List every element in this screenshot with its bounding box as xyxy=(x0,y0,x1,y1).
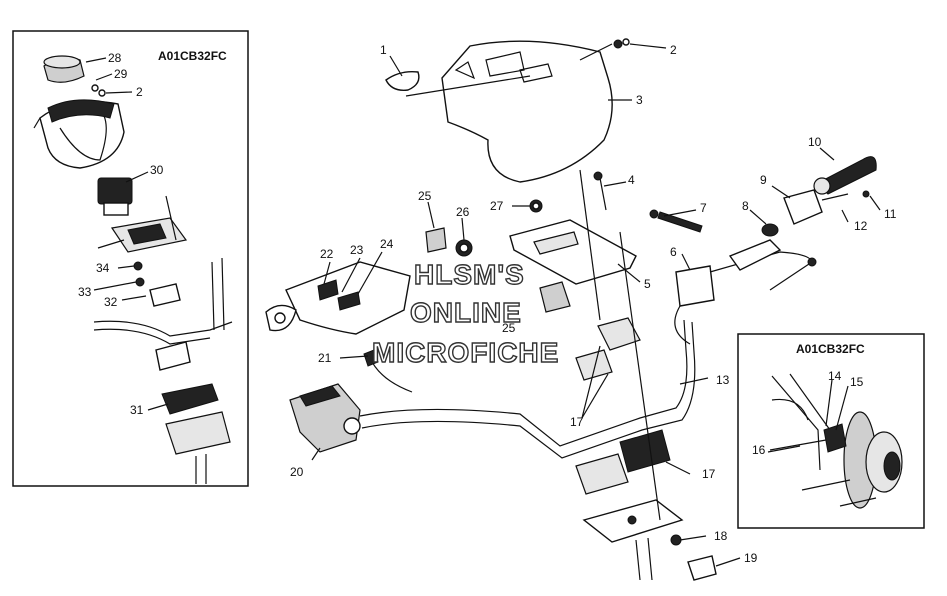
callout-11: 11 xyxy=(884,207,897,221)
callout-8: 8 xyxy=(742,199,749,213)
callout-17-upper: 17 xyxy=(570,415,584,429)
callout-18: 18 xyxy=(714,529,728,543)
headlight-housing xyxy=(33,99,125,169)
left-leaders xyxy=(85,57,169,411)
callout-33: 33 xyxy=(78,285,92,299)
callout-17-lower: 17 xyxy=(702,467,716,481)
callout-30: 30 xyxy=(150,163,164,177)
callout-23: 23 xyxy=(350,243,364,257)
part-22-23-24-plate xyxy=(265,261,411,335)
callout-1: 1 xyxy=(380,43,387,57)
callout-27: 27 xyxy=(490,199,504,213)
callout-34: 34 xyxy=(96,261,110,275)
part-29-screw xyxy=(91,84,133,97)
left-bracket xyxy=(93,195,233,484)
callout-2-left: 2 xyxy=(136,85,143,99)
main-diagram: 1 2 3 4 5 6 7 8 9 10 11 12 13 17 17 18 1… xyxy=(265,38,897,581)
callout-9: 9 xyxy=(760,173,767,187)
callout-24: 24 xyxy=(380,237,394,251)
callout-28: 28 xyxy=(108,51,122,65)
callout-14: 14 xyxy=(828,369,842,383)
right-inset-leaders xyxy=(767,379,849,453)
left-inset-title: A01CB32FC xyxy=(158,49,227,63)
watermark-line-2: ONLINE xyxy=(410,297,522,328)
watermark-line-1: HLSM'S xyxy=(414,259,525,290)
callout-29: 29 xyxy=(114,67,128,81)
part-28-cap xyxy=(43,55,85,83)
lower-mount-plate xyxy=(582,499,684,581)
right-inset-title: A01CB32FC xyxy=(796,342,865,356)
part-6-master-cylinder xyxy=(674,239,817,345)
watermark-line-3: MICROFICHE xyxy=(372,337,559,368)
callout-25-lower: 25 xyxy=(502,321,516,335)
watermark: HLSM'S ONLINE MICROFICHE xyxy=(371,258,559,368)
right-inset-brake-assembly xyxy=(769,373,903,509)
left-inset: A01CB32FC xyxy=(12,30,249,487)
small-fasteners xyxy=(529,38,870,233)
left-inset-frame xyxy=(12,30,249,487)
part-30-switch xyxy=(97,177,133,216)
part-25-26 xyxy=(425,227,473,257)
part-5-plate xyxy=(509,219,637,313)
part-3-cover xyxy=(441,40,613,183)
part-17-clamps xyxy=(575,317,671,495)
callout-6: 6 xyxy=(670,245,677,259)
callout-25-upper: 25 xyxy=(418,189,432,203)
callout-10: 10 xyxy=(808,135,822,149)
callout-32: 32 xyxy=(104,295,118,309)
part-20-switch-housing xyxy=(289,383,361,453)
callout-31: 31 xyxy=(130,403,144,417)
part-1-lens xyxy=(385,70,420,91)
callout-19: 19 xyxy=(744,551,758,565)
part-13-handlebar xyxy=(359,319,696,459)
callout-15: 15 xyxy=(850,375,864,389)
callout-26: 26 xyxy=(456,205,470,219)
part-8-9-10-grip xyxy=(761,156,877,237)
callout-20: 20 xyxy=(290,465,304,479)
right-inset: A01CB32FC 14 15 16 xyxy=(737,333,925,529)
callout-2: 2 xyxy=(670,43,677,57)
callout-7: 7 xyxy=(700,201,707,215)
steering-shaft-lines xyxy=(579,169,661,521)
callout-16: 16 xyxy=(752,443,766,457)
part-21-cable xyxy=(363,349,413,393)
part-18-19 xyxy=(670,534,717,581)
callout-13: 13 xyxy=(716,373,730,387)
callout-4: 4 xyxy=(628,173,635,187)
callout-5: 5 xyxy=(644,277,651,291)
callout-3: 3 xyxy=(636,93,643,107)
main-leaders xyxy=(311,43,881,567)
callout-21: 21 xyxy=(318,351,332,365)
callout-12: 12 xyxy=(854,219,868,233)
callout-22: 22 xyxy=(320,247,334,261)
